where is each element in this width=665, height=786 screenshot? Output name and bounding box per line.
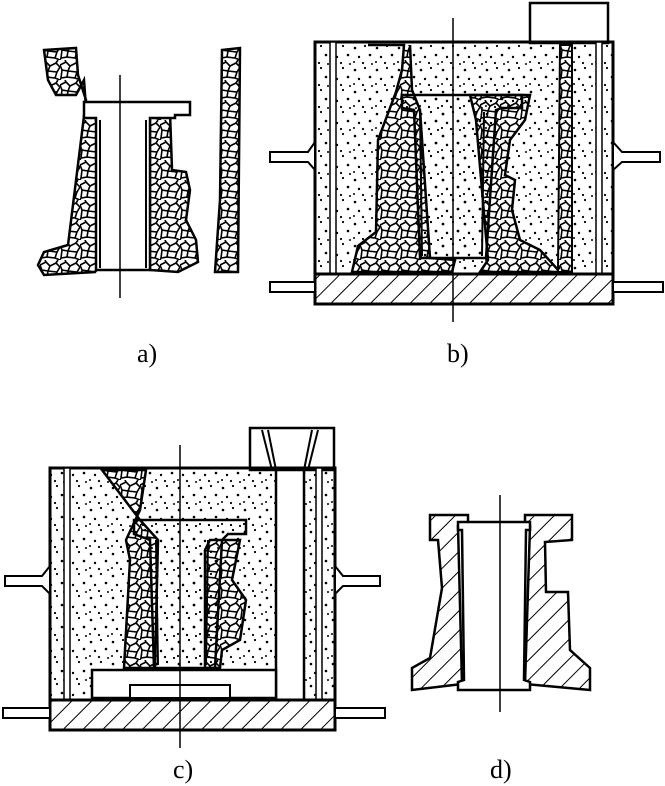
figure-a-right-wall	[148, 46, 242, 274]
figure-b-pins	[269, 138, 664, 293]
figure-d-label: d)	[490, 755, 512, 784]
figure-d-casting-right	[523, 513, 592, 692]
figure-b-sprue	[528, 1, 610, 45]
figure-d: d)	[410, 495, 592, 784]
figure-b-pattern	[400, 93, 524, 260]
figure-b: b)	[269, 1, 664, 368]
figure-c-flask-inner-right	[315, 467, 323, 701]
figure-a-label: a)	[137, 339, 157, 368]
figure-a-left-wall	[36, 46, 102, 277]
figure-b-flask-inner-left	[329, 41, 337, 275]
figure-b-label: b)	[447, 339, 469, 368]
figure-c-pattern	[90, 518, 278, 700]
figure-c-sprue-channel	[274, 468, 306, 702]
figure-d-casting-left	[410, 513, 470, 692]
figure-b-flask-inner-right	[595, 41, 603, 275]
figure-c-flask-inner-left	[63, 467, 71, 701]
figure-c-runner	[248, 426, 336, 472]
figure-a-pattern	[82, 100, 192, 272]
figure-c-bottom-board	[48, 698, 337, 732]
figure-c-label: c)	[173, 755, 193, 784]
figure-c: c)	[2, 426, 386, 784]
figure-c-pins	[2, 563, 386, 719]
figure-d-bore	[456, 520, 532, 692]
figure-a: a)	[36, 46, 242, 368]
figure-b-bottom-board	[313, 272, 615, 306]
